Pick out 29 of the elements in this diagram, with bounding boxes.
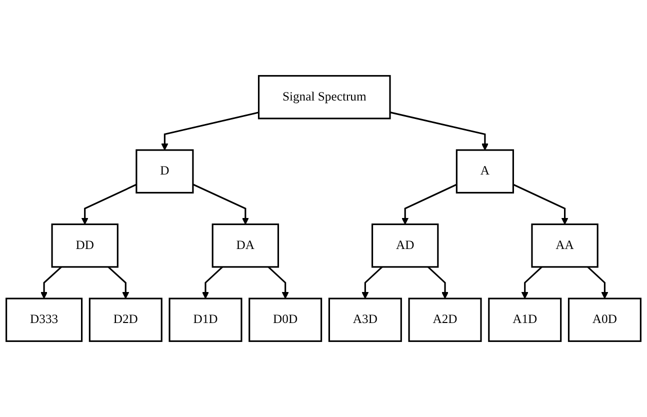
arrow xyxy=(402,184,458,225)
arrow xyxy=(512,184,568,225)
arrow xyxy=(268,266,289,299)
node-box: D1D xyxy=(168,298,242,342)
arrow xyxy=(192,184,249,225)
node-box: AD xyxy=(372,224,439,268)
node-box: A1D xyxy=(488,298,562,342)
arrow xyxy=(40,266,62,299)
node-box: D0D xyxy=(248,298,322,342)
arrow xyxy=(521,266,542,299)
node-box: D2D xyxy=(88,298,162,342)
node-box: A2D xyxy=(408,298,482,342)
node-box: Signal Spectrum xyxy=(258,75,391,120)
arrow xyxy=(390,112,488,150)
arrow xyxy=(362,266,383,299)
arrow xyxy=(202,266,224,299)
arrow xyxy=(81,184,137,225)
arrow xyxy=(108,266,130,299)
arrow xyxy=(161,112,259,150)
node-box: A0D xyxy=(568,298,642,342)
arrow xyxy=(587,266,608,299)
arrow xyxy=(428,266,448,299)
node-box: A xyxy=(456,149,514,194)
node-box: D333 xyxy=(6,298,83,342)
node-box: AA xyxy=(531,224,598,268)
node-box: A3D xyxy=(328,298,402,342)
node-box: DA xyxy=(212,224,280,268)
node-box: DD xyxy=(51,224,118,268)
node-box: D xyxy=(136,149,194,194)
